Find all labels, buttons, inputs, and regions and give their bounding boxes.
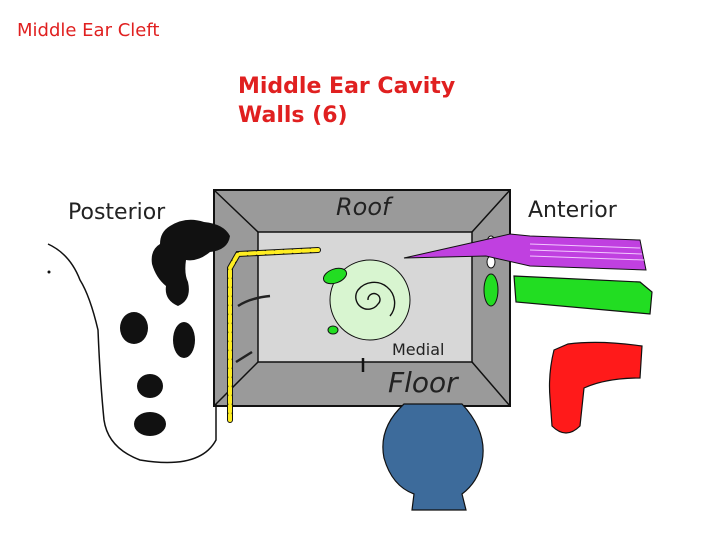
tube-opening-green — [483, 273, 499, 307]
cochlea-spiral — [355, 281, 396, 317]
carotid-artery — [548, 341, 643, 434]
mastoid-air-cells — [120, 219, 230, 436]
round-window — [327, 325, 339, 335]
promontory — [329, 259, 411, 341]
mastoid-dot — [47, 270, 51, 274]
posterior-mark-2 — [235, 350, 253, 364]
tensor-stripes — [529, 243, 645, 261]
corner-line-tr — [471, 189, 511, 233]
air-cell-2 — [173, 322, 195, 358]
jugular-bulb — [382, 403, 484, 511]
air-cell-1 — [120, 312, 148, 344]
aditus-antrum — [151, 219, 230, 306]
slide-title-line2: Walls (6) — [238, 103, 348, 128]
tensor-tympani — [403, 233, 647, 271]
facial-nerve-fill — [228, 248, 320, 422]
eustachian-tube — [513, 275, 653, 315]
corner-line-bl — [213, 361, 259, 407]
posterior-mark-1 — [237, 294, 271, 308]
slide-header: Middle Ear Cleft — [17, 20, 160, 41]
label-anterior: Anterior — [528, 198, 617, 223]
label-medial: Medial — [392, 340, 445, 359]
oval-window — [322, 267, 348, 285]
label-posterior: Posterior — [68, 200, 166, 225]
corner-line-br — [471, 361, 511, 407]
mastoid-outline — [47, 243, 217, 464]
slide-title: Middle Ear Cavity Walls (6) — [238, 72, 455, 130]
air-cell-4 — [134, 412, 166, 436]
slide-title-line1: Middle Ear Cavity — [238, 74, 456, 99]
label-roof: Roof — [336, 193, 391, 221]
corner-line-tl — [213, 189, 259, 233]
label-floor: Floor — [388, 366, 458, 399]
air-cell-3 — [137, 374, 163, 398]
